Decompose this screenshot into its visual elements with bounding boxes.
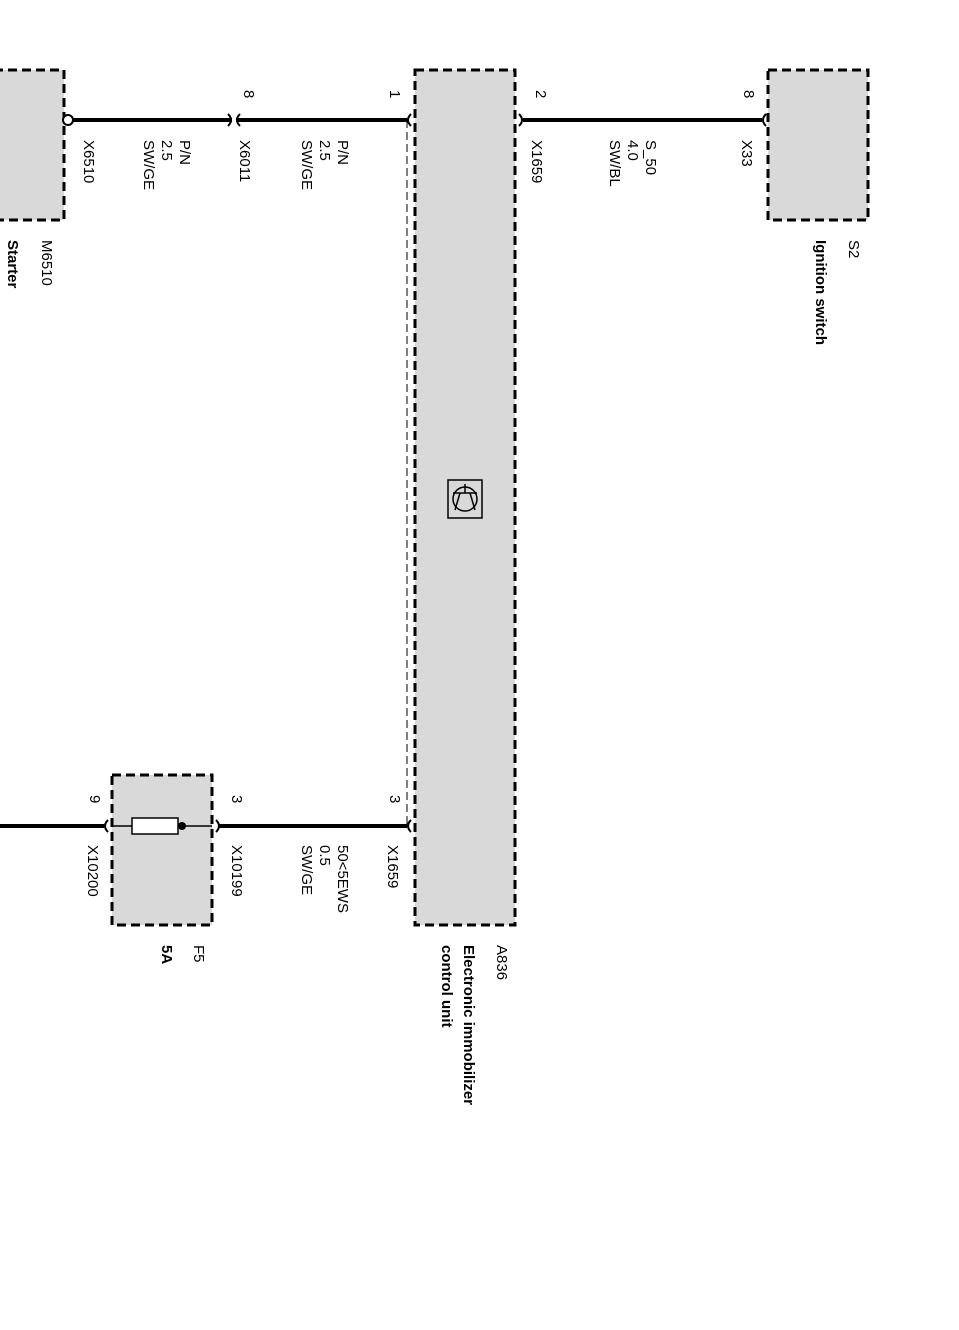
fuse-element bbox=[131, 817, 179, 835]
wire3-signal: S_50 bbox=[642, 140, 659, 176]
pin-x10200: 9 bbox=[86, 795, 103, 804]
connector-x10199-label: X10199 bbox=[228, 845, 245, 897]
wire4-size: 0.5 bbox=[316, 845, 333, 866]
wire1-signal: P/N bbox=[176, 140, 193, 166]
starter-name-label: Starter bbox=[4, 240, 21, 289]
pin-x33: 8 bbox=[740, 90, 757, 99]
pin-ews-2: 2 bbox=[532, 90, 549, 99]
fuse-rating-label: 5A bbox=[158, 945, 175, 965]
terminal-x33 bbox=[762, 113, 767, 127]
terminal-x6510 bbox=[62, 114, 74, 126]
terminal-ews-2 bbox=[518, 113, 523, 127]
pin-x10199: 3 bbox=[228, 795, 245, 804]
wire4-signal: 50<5EWS bbox=[334, 845, 351, 913]
terminal-x10199 bbox=[215, 819, 220, 833]
connector-x1659-bottom-label: X1659 bbox=[384, 845, 401, 889]
ignition-switch-box[interactable] bbox=[766, 68, 870, 222]
terminal-ews-3 bbox=[407, 819, 412, 833]
ews-control-unit-box[interactable] bbox=[413, 68, 517, 927]
connector-x6011-label: X6011 bbox=[236, 140, 253, 183]
wire4-color: SW/GE bbox=[298, 845, 315, 896]
starter-box[interactable] bbox=[0, 68, 66, 222]
wire2-signal: P/N bbox=[334, 140, 351, 166]
transistor-icon bbox=[447, 479, 483, 519]
pin-x6011: 8 bbox=[240, 90, 257, 99]
connector-x1659-top-label: X1659 bbox=[528, 140, 545, 184]
fuse-box[interactable] bbox=[110, 773, 214, 927]
pin-ews-1: 1 bbox=[386, 90, 403, 99]
terminal-x10200 bbox=[104, 819, 109, 833]
ews-name-line2: control unit bbox=[438, 945, 455, 1028]
wire2-color: SW/GE bbox=[298, 140, 315, 191]
connector-x6510-label: X6510 bbox=[80, 140, 97, 184]
pin-ews-3: 3 bbox=[386, 795, 403, 804]
ews-name-line1: Electronic immobilizer bbox=[460, 945, 477, 1106]
fuse-dot bbox=[178, 822, 186, 830]
connector-x33-label: X33 bbox=[738, 140, 755, 167]
terminal-ews-1 bbox=[407, 113, 412, 127]
terminal-x6011 bbox=[227, 113, 241, 127]
starter-code-label: M6510 bbox=[38, 240, 55, 286]
wire1-size: 2.5 bbox=[158, 140, 175, 161]
ignition-switch-code-label: S2 bbox=[845, 240, 862, 259]
wire2-size: 2.5 bbox=[316, 140, 333, 161]
ews-code-label: A836 bbox=[493, 945, 510, 981]
fuse-code-label: F5 bbox=[190, 945, 207, 963]
wire1-color: SW/GE bbox=[140, 140, 157, 191]
ignition-switch-name-label: Ignition switch bbox=[812, 240, 829, 345]
connector-x10200-label: X10200 bbox=[84, 845, 101, 897]
wire3-size: 4.0 bbox=[624, 140, 641, 161]
wire3-color: SW/BL bbox=[606, 140, 623, 187]
